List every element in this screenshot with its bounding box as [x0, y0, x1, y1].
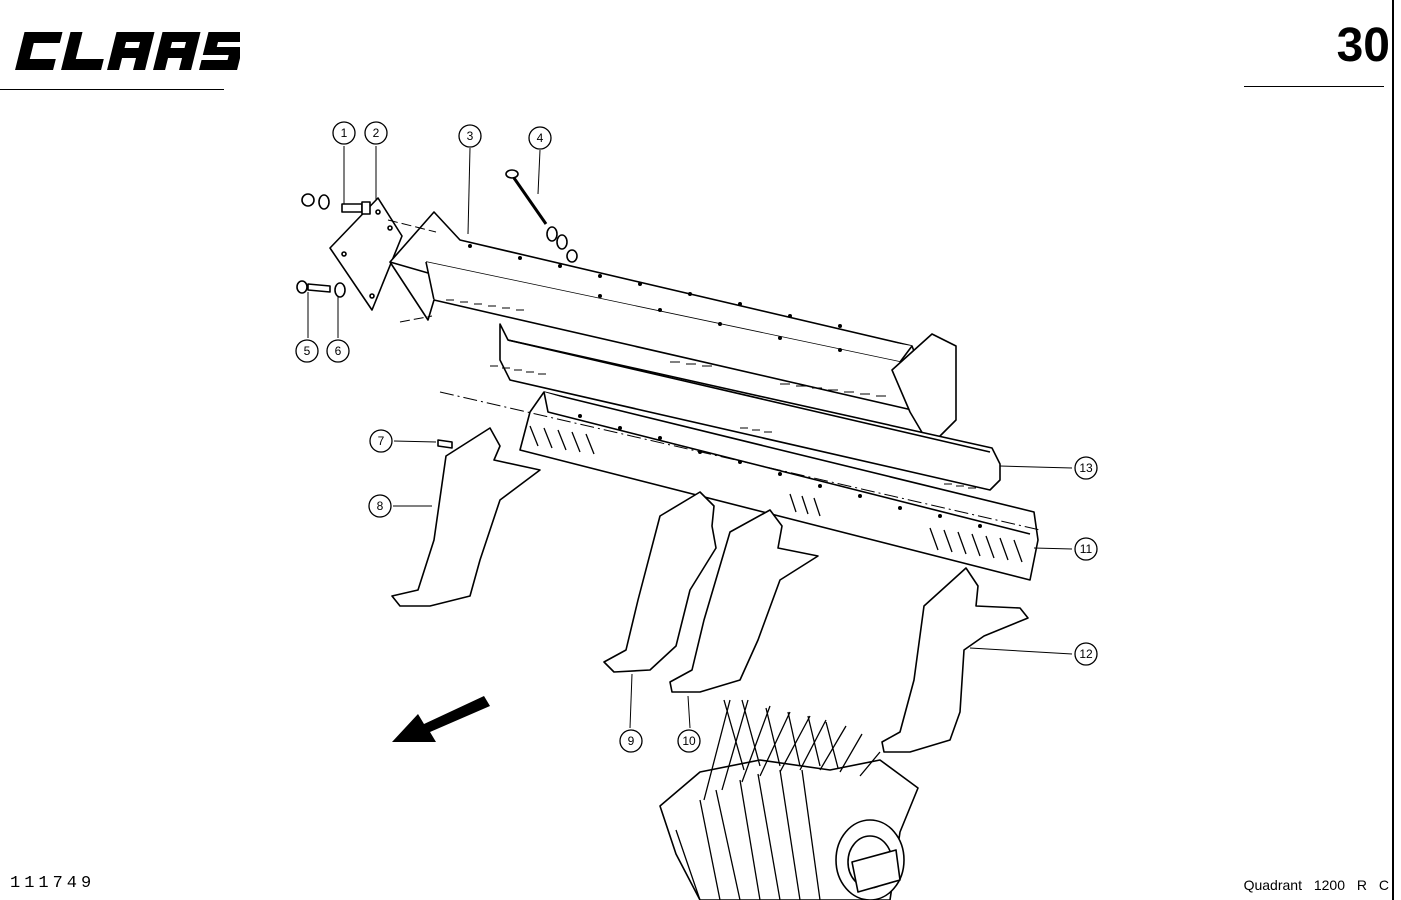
- comb-strip: [519, 391, 1039, 581]
- svg-text:2: 2: [373, 126, 380, 140]
- callout-6: 6: [326, 339, 350, 363]
- callout-11: 11: [1074, 537, 1098, 561]
- callout-2: 2: [364, 121, 388, 145]
- knife-12: [881, 567, 1029, 753]
- callout-8: 8: [368, 494, 392, 518]
- model-label: Quadrant 1200 R C: [1243, 877, 1389, 893]
- page-border: [1392, 0, 1394, 900]
- callout-7: 7: [369, 429, 393, 453]
- callout-10: 10: [677, 729, 701, 753]
- svg-text:3: 3: [467, 129, 474, 143]
- header-rule-left: [0, 89, 224, 90]
- leader-lines: [307, 146, 1073, 729]
- knife-8: [391, 427, 541, 607]
- svg-text:1: 1: [341, 126, 348, 140]
- callout-13: 13: [1074, 456, 1098, 480]
- svg-text:8: 8: [377, 499, 384, 513]
- knife-9: [603, 491, 717, 673]
- svg-text:4: 4: [537, 131, 544, 145]
- cutting-rotor: [659, 699, 919, 900]
- main-beam: [389, 211, 957, 447]
- callout-1: 1: [332, 121, 356, 145]
- callout-12: 12: [1074, 642, 1098, 666]
- svg-text:12: 12: [1079, 647, 1093, 661]
- svg-text:10: 10: [682, 734, 696, 748]
- page-number: 30: [1336, 19, 1390, 72]
- upper-angle-strip: [490, 323, 1001, 491]
- hardware-parts: [296, 169, 578, 449]
- svg-text:9: 9: [628, 734, 635, 748]
- direction-arrow-icon: [392, 696, 490, 742]
- header-rule-right: [1244, 86, 1384, 87]
- callout-3: 3: [458, 124, 482, 148]
- svg-text:7: 7: [378, 434, 385, 448]
- callout-5: 5: [295, 339, 319, 363]
- claas-logo: [15, 32, 240, 70]
- callout-4: 4: [528, 126, 552, 150]
- svg-text:11: 11: [1080, 542, 1093, 556]
- callout-9: 9: [619, 729, 643, 753]
- svg-text:13: 13: [1079, 461, 1093, 475]
- drawing-number: 111749: [10, 874, 96, 893]
- knife-10: [669, 509, 819, 693]
- svg-text:5: 5: [304, 344, 311, 358]
- svg-text:6: 6: [335, 344, 342, 358]
